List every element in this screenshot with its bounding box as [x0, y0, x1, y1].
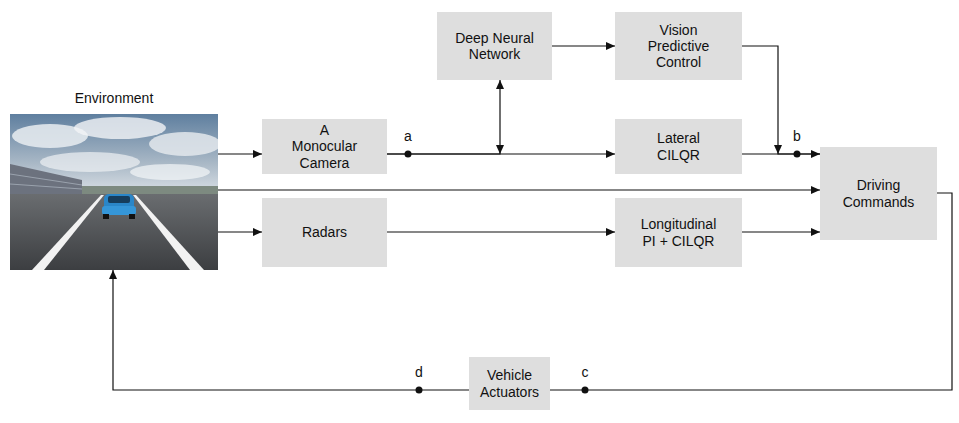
building-stripe	[10, 184, 82, 189]
process-box: Deep Neural Network	[437, 12, 552, 80]
arrow-head	[496, 145, 504, 154]
box-label: A Monocular Camera	[288, 122, 361, 170]
arrow-head	[109, 270, 117, 279]
environment-illustration	[10, 114, 218, 270]
arrow-head	[496, 80, 504, 89]
box-label: Lateral CILQR	[635, 130, 722, 162]
box-label: Longitudinal PI + CILQR	[635, 216, 722, 248]
cloud	[40, 152, 140, 172]
sensor-box: A Monocular Camera	[262, 119, 387, 174]
box-label: Radars	[302, 224, 347, 240]
connector-group	[742, 46, 820, 154]
car-wheel	[103, 214, 109, 219]
point-label-anchor: a	[402, 129, 414, 144]
arrow-head	[811, 150, 820, 158]
connector-group	[742, 228, 820, 236]
road	[10, 194, 218, 270]
actuator-box: Vehicle Actuators	[469, 357, 550, 410]
signal-arrow	[552, 45, 615, 46]
connector-group	[387, 80, 504, 154]
signal-arrow	[113, 270, 469, 390]
signal-arrow	[387, 80, 500, 154]
point-label: c	[580, 365, 591, 380]
arrow-head	[606, 228, 615, 236]
connector-group	[218, 186, 820, 194]
arrow-head	[774, 145, 782, 154]
process-box: Driving Commands	[820, 147, 937, 240]
arrow-head	[606, 150, 615, 158]
box-label: Vision Predictive Control	[629, 22, 728, 70]
signal-arrow	[387, 231, 615, 232]
lane-line	[133, 195, 204, 270]
arrow-head	[253, 150, 262, 158]
box-label: Deep Neural Network	[445, 30, 544, 62]
car-window	[108, 196, 130, 203]
process-box: Longitudinal PI + CILQR	[615, 198, 742, 267]
car-wheel	[129, 214, 135, 219]
cloud	[149, 132, 218, 156]
point-label: d	[413, 365, 425, 380]
connector-group	[742, 150, 820, 158]
signal-arrow	[742, 153, 820, 154]
box-label: Driving Commands	[828, 177, 929, 209]
lane-line	[32, 195, 104, 270]
arrow-head	[253, 228, 262, 236]
signal-arrow	[218, 189, 820, 190]
environment-picture: Environment	[10, 114, 218, 270]
car-body	[102, 206, 136, 215]
point-label-anchor: d	[413, 365, 425, 380]
arrow-head	[606, 42, 615, 50]
process-box: Lateral CILQR	[615, 119, 742, 174]
connector-group	[387, 228, 615, 236]
connector-group	[552, 42, 615, 50]
process-box: Vision Predictive Control	[615, 12, 742, 80]
point-label: b	[791, 129, 803, 144]
connector-group	[218, 150, 262, 158]
cloud	[130, 164, 210, 180]
building-stripe	[10, 174, 82, 185]
picture-heading: Environment	[75, 90, 154, 106]
sensor-box: Radars	[262, 198, 387, 267]
cloud	[74, 117, 166, 139]
connector-group	[109, 270, 469, 390]
box-label: Vehicle Actuators	[475, 367, 544, 399]
arrow-head	[811, 186, 820, 194]
point-label-anchor: b	[791, 129, 803, 144]
arrow-head	[811, 228, 820, 236]
connector-group	[218, 228, 262, 236]
signal-arrow	[742, 46, 820, 154]
point-label: a	[402, 129, 414, 144]
point-label-anchor: c	[580, 365, 591, 380]
signal-arrow	[742, 231, 820, 232]
